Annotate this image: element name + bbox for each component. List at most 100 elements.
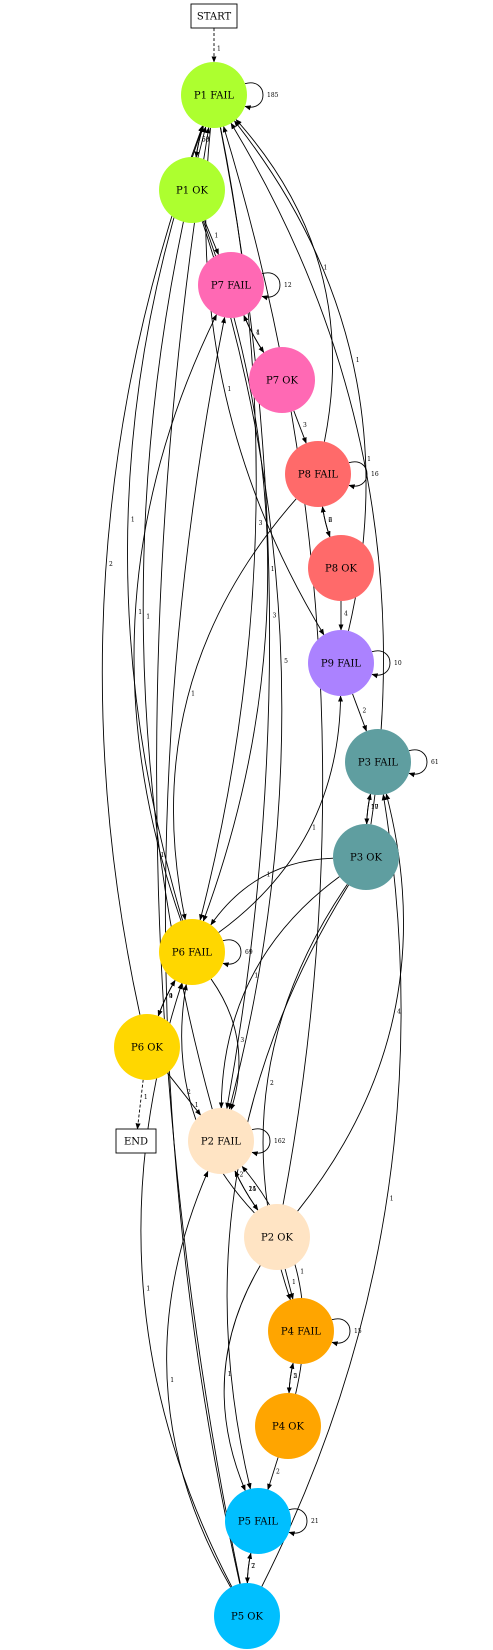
edge-p7fail-to-p7ok-label: 4 — [256, 329, 260, 336]
edge-p6fail-to-p9fail-label: 1 — [312, 825, 316, 832]
node-p1ok: P1 OK — [159, 157, 225, 223]
edge-p6ok-to-p2fail-label: 2 — [187, 1089, 191, 1096]
edge-p2fail-to-p2fail-label: 162 — [274, 1138, 286, 1145]
edge-p1ok-to-p6fail — [202, 220, 269, 922]
node-p5ok-shape — [214, 1583, 280, 1649]
node-p6ok-label: P6 OK — [131, 1043, 163, 1054]
edge-p3ok-to-p3fail-label: 10 — [371, 804, 379, 811]
edge-p5ok-to-p2fail — [166, 1170, 232, 1588]
node-start-label: START — [197, 12, 232, 23]
edge-p1ok-to-p2fail-label: 5 — [284, 658, 288, 665]
edge-p8fail-to-p8ok-label: 6 — [328, 517, 332, 524]
edge-p6ok-to-p2fail — [167, 1072, 201, 1116]
node-p2fail-label: P2 FAIL — [201, 1137, 242, 1148]
node-p2fail: P2 FAIL — [188, 1108, 254, 1174]
node-p5fail-label: P5 FAIL — [238, 1517, 279, 1528]
edge-p5ok-to-p5fail-label: 2 — [251, 1563, 255, 1570]
edge-p4ok-to-p5fail-label: 2 — [276, 1469, 280, 1476]
edge-p4ok-to-p4fail — [288, 1362, 295, 1394]
edge-p6ok-to-end — [135, 1079, 144, 1130]
edge-p1ok-to-p1fail-label: 53 — [202, 137, 210, 144]
edge-p2fail-to-p2ok-label: 25 — [249, 1186, 257, 1193]
edge-p9fail-to-p9fail-loop — [371, 650, 391, 679]
edge-p6fail-to-p2fail — [210, 978, 240, 1111]
edge-p7ok-to-p8fail-label: 3 — [303, 422, 307, 429]
node-p1ok-shape — [159, 157, 225, 223]
node-p3fail: P3 FAIL — [345, 729, 411, 795]
node-p6fail-shape — [159, 919, 225, 985]
edge-p2ok-to-p6fail-label: 1 — [195, 1102, 199, 1109]
node-p1fail-label: P1 FAIL — [194, 91, 235, 102]
edge-p8ok-to-p8fail — [320, 506, 331, 538]
edge-p7ok-to-p8fail — [293, 410, 307, 444]
edge-p2ok-to-p2fail-label: 14 — [249, 1186, 257, 1193]
edge-p8ok-to-p9fail-label: 4 — [344, 611, 348, 618]
edge-start-to-p1fail-label: 1 — [217, 45, 221, 52]
edge-p3ok-to-p2fail-label: 1 — [254, 973, 258, 980]
edge-p3fail-to-p3fail-label: 61 — [431, 759, 439, 766]
node-p6fail-label: P6 FAIL — [172, 948, 213, 959]
edge-p2ok-to-p4fail-label: 1 — [292, 1279, 296, 1286]
edge-p4fail-to-p4ok-label: 5 — [293, 1373, 297, 1380]
edge-p8fail-to-p1fail-label: 1 — [323, 265, 327, 272]
edge-p5ok-to-p3fail — [261, 793, 402, 1587]
node-p2fail-shape — [188, 1108, 254, 1174]
node-p8fail-label: P8 FAIL — [298, 470, 339, 481]
node-end-shape — [115, 1128, 157, 1154]
node-p4fail-shape — [268, 1298, 334, 1364]
edge-p1fail-to-p6fail — [199, 127, 257, 921]
node-p4fail: P4 FAIL — [268, 1298, 334, 1364]
node-p5fail-shape — [225, 1488, 291, 1554]
edge-p8fail-to-p6fail — [173, 498, 297, 921]
edge-p7fail-to-p7fail-loop — [261, 272, 281, 301]
node-p5fail: P5 FAIL — [225, 1488, 291, 1554]
node-p7fail: P7 FAIL — [198, 252, 264, 318]
node-start: START — [190, 3, 238, 29]
edge-p8fail-to-p1fail — [235, 119, 334, 442]
edge-p3fail-to-p3fail-loop — [408, 749, 428, 778]
edge-p2fail-to-p2fail-loop — [251, 1128, 271, 1157]
edge-p6fail-to-p6fail-loop — [222, 939, 242, 968]
node-end: END — [115, 1128, 157, 1154]
edge-p1ok-to-p2fail — [201, 221, 283, 1110]
edge-p5ok-to-p1fail — [156, 126, 241, 1584]
node-p8fail-shape — [285, 441, 351, 507]
node-p1ok-label: P1 OK — [176, 186, 208, 197]
edge-p1fail-to-p1fail-label: 185 — [267, 92, 279, 99]
edge-p5ok-to-p1fail-label: 1 — [161, 852, 165, 859]
node-p3fail-shape — [345, 729, 411, 795]
edge-p3ok-to-p6fail — [210, 857, 334, 926]
edge-p1fail-to-p1ok-label: 60 — [202, 137, 210, 144]
edge-p8fail-to-p8fail-loop — [348, 461, 368, 490]
node-p3fail-label: P3 FAIL — [358, 758, 399, 769]
edge-p8ok-to-p8fail-label: 2 — [328, 517, 332, 524]
edge-p5fail-to-p5ok-label: 7 — [251, 1563, 255, 1570]
edge-p5fail-to-p5fail-loop — [288, 1508, 308, 1537]
edge-p3ok-to-p3fail — [366, 793, 372, 825]
node-p9fail-label: P9 FAIL — [321, 659, 362, 670]
edge-p9fail-to-p1fail-label: 1 — [356, 357, 360, 364]
node-p1fail: P1 FAIL — [181, 62, 247, 128]
edge-p9fail-to-p3fail — [352, 693, 367, 732]
edge-p6fail-to-p6ok-label: 9 — [169, 993, 173, 1000]
edge-p2fail-to-p1fail-label: 1 — [146, 613, 150, 620]
edge-p4fail-to-p4fail-label: 15 — [354, 1328, 362, 1335]
node-p3ok: P3 OK — [333, 824, 399, 890]
edge-p6fail-to-p9fail — [218, 695, 344, 933]
edge-p7ok-to-p7fail-label: 1 — [256, 329, 260, 336]
edge-p1fail-to-p6fail-label: 3 — [259, 520, 263, 527]
edge-p1fail-to-p2fail-label: 3 — [273, 613, 277, 620]
edge-p1fail-to-p9fail-label: 1 — [228, 386, 232, 393]
node-p5ok-label: P5 OK — [231, 1612, 263, 1623]
node-p7fail-shape — [198, 252, 264, 318]
node-p4ok-shape — [255, 1393, 321, 1459]
edge-p2ok-to-p5fail-label: 1 — [228, 1371, 232, 1378]
edge-p9fail-to-p3fail-label: 2 — [363, 708, 367, 715]
node-p8ok-label: P8 OK — [325, 564, 357, 575]
edge-p2ok-to-p5fail — [223, 1265, 261, 1492]
edge-p2ok-to-p6fail — [181, 983, 255, 1214]
edge-p5ok-to-p2fail-label: 1 — [170, 1377, 174, 1384]
node-p2ok-shape — [244, 1204, 310, 1270]
node-p6ok-shape — [114, 1014, 180, 1080]
